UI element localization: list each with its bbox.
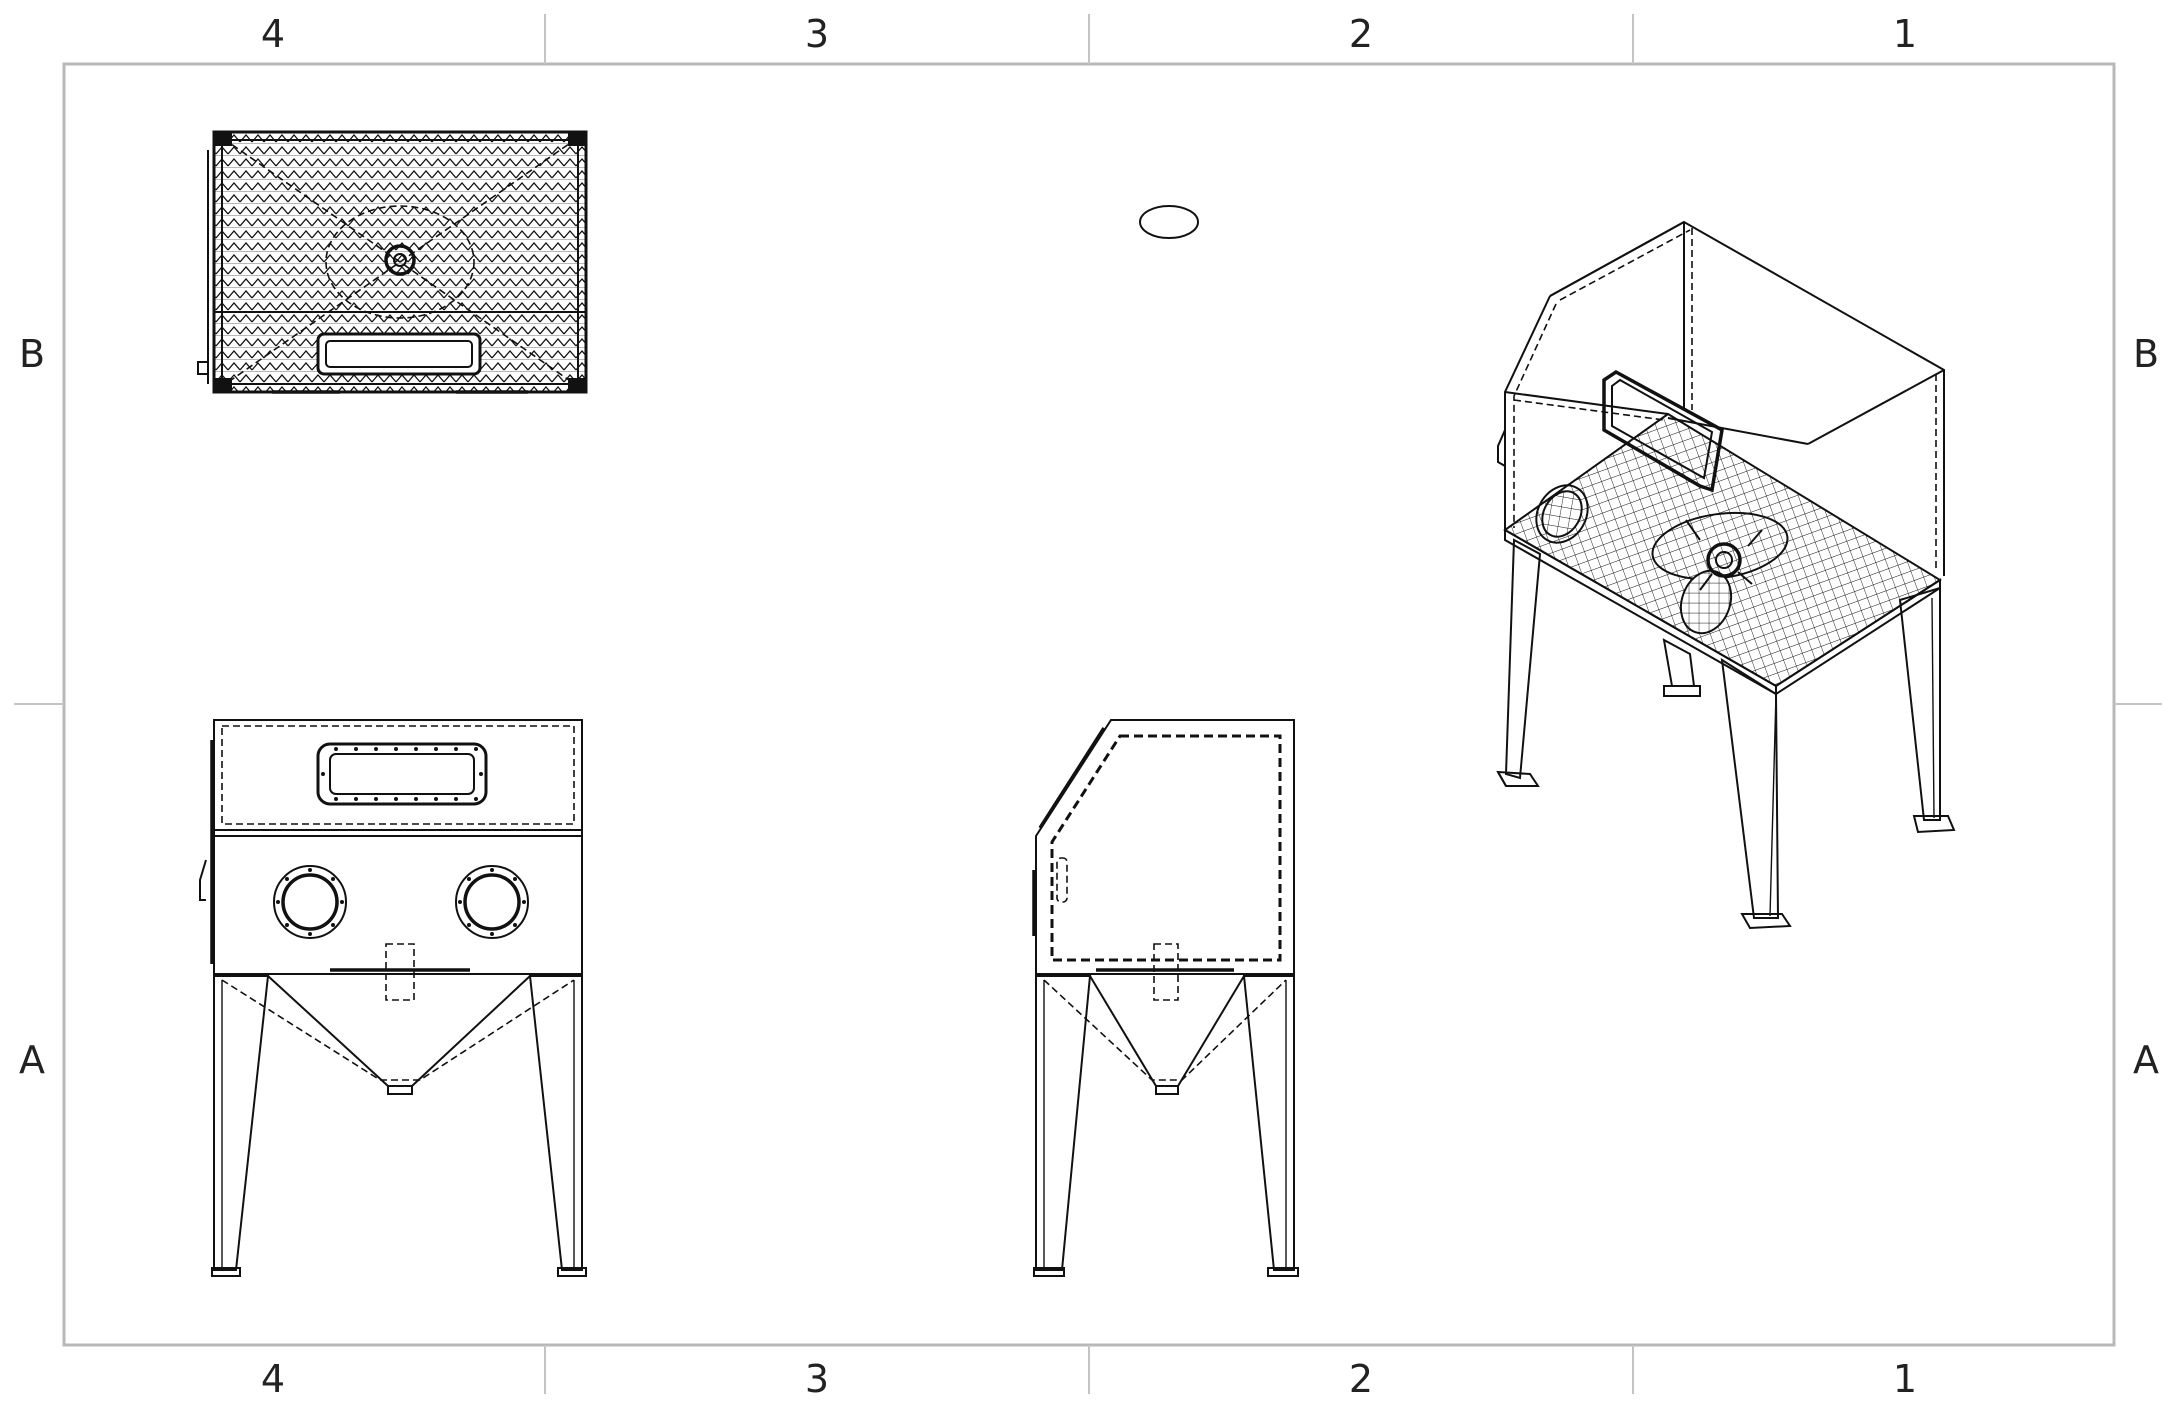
zone-label-col-3-bottom: 3 [805, 1357, 829, 1401]
side-view [1032, 719, 1299, 1277]
column-zone-labels-top: 4 3 2 1 [261, 12, 1917, 56]
zone-label-row-b-right: B [2133, 332, 2159, 376]
zone-label-col-1-bottom: 1 [1893, 1357, 1917, 1401]
column-zone-labels-bottom: 4 3 2 1 [261, 1357, 1917, 1401]
isometric-view [1496, 220, 1956, 930]
window-bolts [321, 747, 483, 801]
zone-label-col-3-top: 3 [805, 12, 829, 56]
zone-label-col-4-top: 4 [261, 12, 285, 56]
zone-label-col-2-bottom: 2 [1349, 1357, 1373, 1401]
front-view [199, 719, 587, 1277]
row-zone-labels: B B A A [19, 332, 2159, 1082]
zone-label-col-4-bottom: 4 [261, 1357, 285, 1401]
detail-ellipse [1139, 205, 1199, 239]
zone-label-col-2-top: 2 [1349, 12, 1373, 56]
zone-label-row-b-left: B [19, 332, 45, 376]
top-view [197, 130, 588, 394]
zone-label-row-a-right: A [2133, 1038, 2159, 1082]
sheet-frame [14, 14, 2162, 1394]
zone-label-col-1-top: 1 [1893, 12, 1917, 56]
zone-label-row-a-left: A [19, 1038, 45, 1082]
